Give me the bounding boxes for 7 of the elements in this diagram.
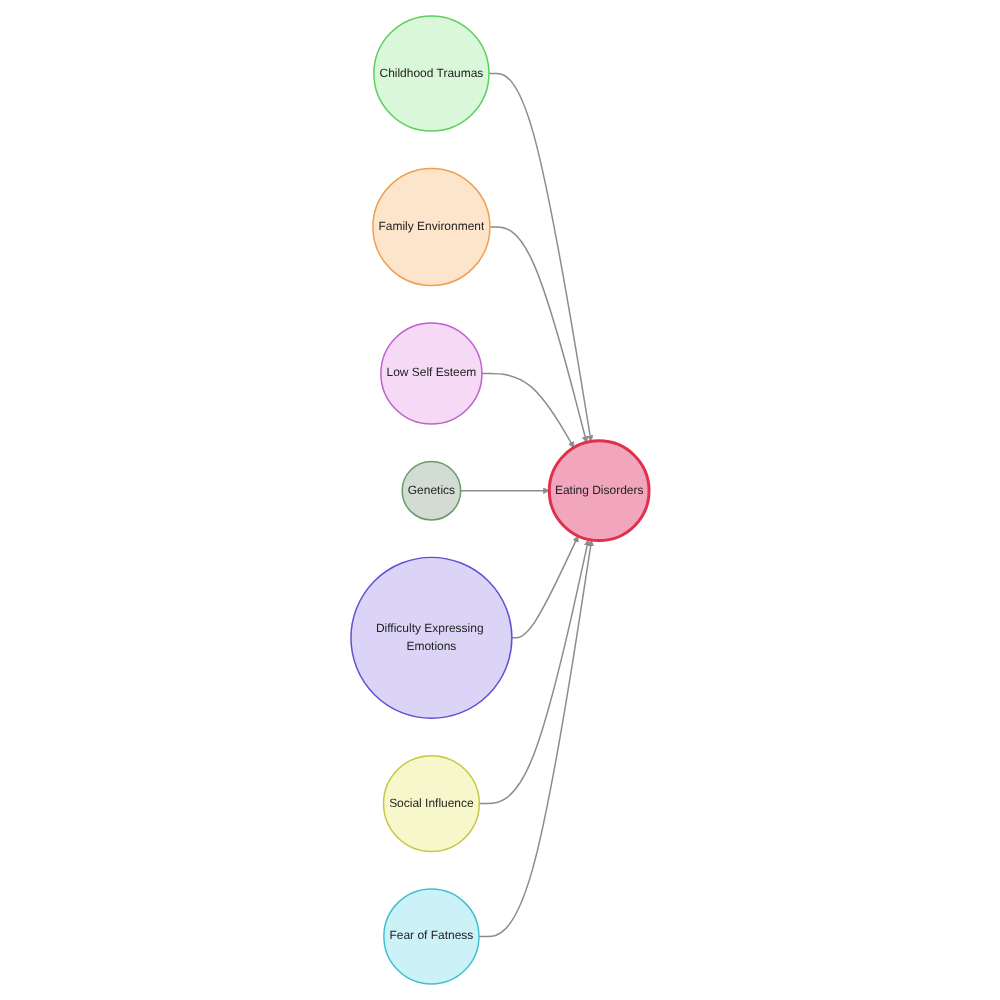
arrow	[511, 535, 579, 639]
arrow	[459, 487, 550, 494]
arrow	[478, 539, 594, 938]
arrow	[488, 72, 594, 442]
arrow	[489, 226, 589, 443]
arrow	[481, 372, 575, 448]
arrow	[478, 539, 591, 805]
